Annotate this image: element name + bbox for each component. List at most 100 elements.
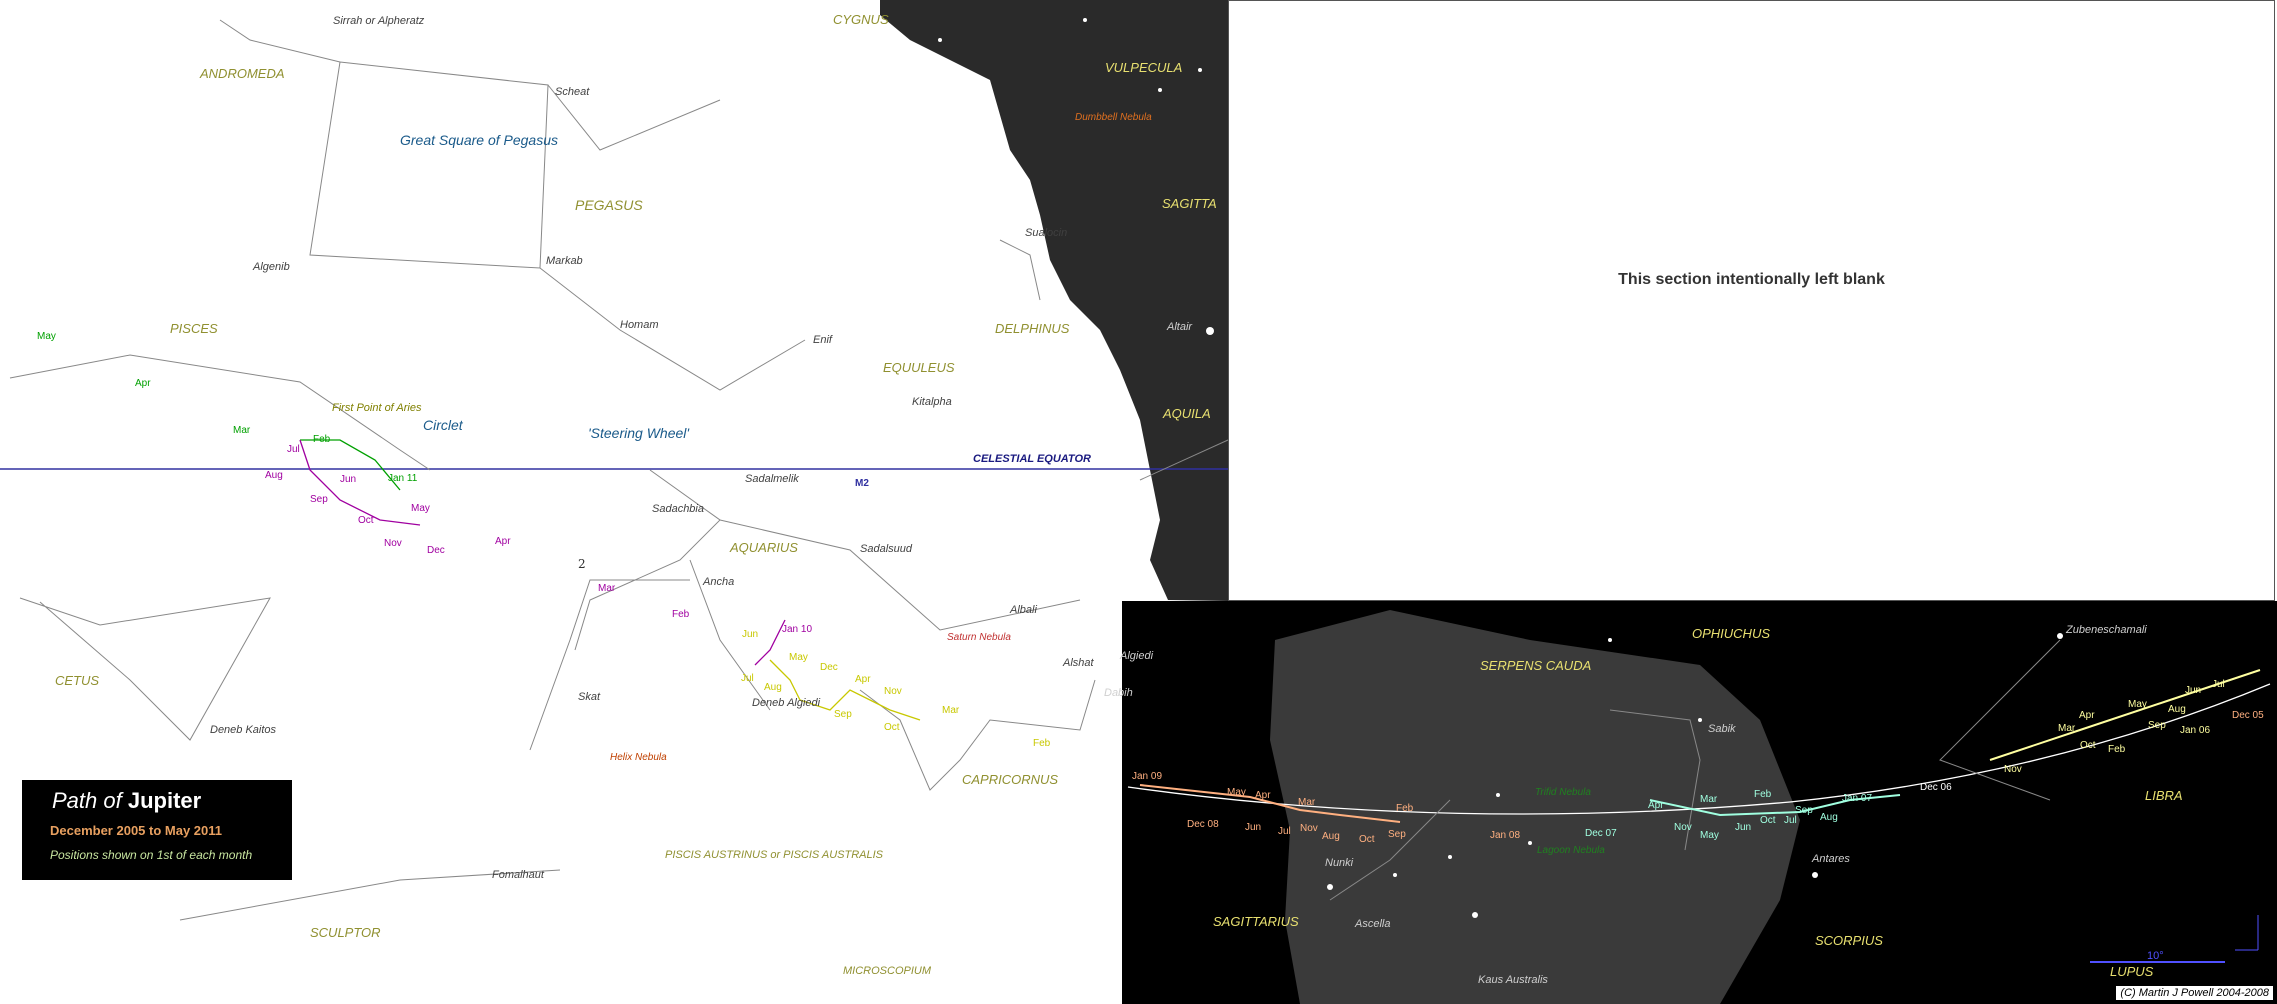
path-label: Nov [1674,822,1692,833]
milky-way-bottom [1270,610,1800,1004]
path-label: Dec 06 [1920,782,1952,793]
path-label: Jun [2185,685,2201,696]
star-algiedi: Algiedi [1119,650,1154,662]
star-kaus-australis: Kaus Australis [1478,974,1548,986]
path-label: Aug [764,682,782,693]
star-ascella: Ascella [1354,918,1390,930]
star-scheat: Scheat [555,86,590,98]
title-box: Path of Jupiter December 2005 to May 201… [22,780,292,880]
asterism-steering-wheel: 'Steering Wheel' [588,425,690,441]
star-enif: Enif [813,334,833,346]
dso-helix: Helix Nebula [610,752,667,763]
star-markab: Markab [546,255,583,267]
asterism-circlet: Circlet [423,417,464,433]
path-label: Oct [884,722,900,733]
path-label: Apr [2079,710,2095,721]
const-sagittarius: SAGITTARIUS [1213,914,1299,929]
const-aquarius: AQUARIUS [729,540,798,555]
path-label: Jan 11 [388,473,418,484]
jupiter-path-upper [299,439,921,721]
title-prefix: Path of [52,788,122,813]
path-label: Jul [741,673,754,684]
path-label: Jun [340,474,356,485]
path-label: Mar [233,425,251,436]
star-antares: Antares [1811,853,1850,865]
path-label: Feb [1396,803,1414,814]
path-label: Nov [1300,823,1318,834]
path-label: May [1227,787,1246,798]
compass-icon [2235,915,2259,951]
star-sabik: Sabik [1708,723,1736,735]
path-label: May [1700,830,1719,841]
position-note: Positions shown on 1st of each month [50,848,253,862]
dso-saturn: Saturn Nebula [947,632,1011,643]
ecliptic-line [1127,683,2271,815]
const-pisces: PISCES [170,321,218,336]
const-scorpius: SCORPIUS [1815,933,1883,948]
path-label: Feb [313,434,331,445]
path-label: Nov [884,686,902,697]
path-label: Jul [2212,679,2225,690]
path-label: Feb [2108,744,2126,755]
path-labels-upper: May Apr Mar Feb Jan 11 Jul Aug Jun Sep O… [37,331,1051,749]
path-label: Sep [310,494,328,505]
path-label: Dec [427,545,445,556]
path-label: May [37,331,56,342]
star-sadachbia: Sadachbia [652,503,704,515]
copyright: (C) Martin J Powell 2004-2008 [2116,986,2273,1000]
const-cetus: CETUS [55,673,99,688]
path-label: Jan 10 [782,624,812,635]
path-label: Oct [2080,740,2096,751]
path-label: Nov [2004,764,2022,775]
const-lupus: LUPUS [2110,964,2154,979]
path-label: Dec 05 [2232,710,2264,721]
chart-title: Path of Jupiter [52,788,201,814]
path-label: Aug [2168,704,2186,715]
path-label: Jul [1784,815,1797,826]
star-dabih: Dabih [1104,687,1133,699]
path-labels-lower: Jan 09 May Apr Mar Dec 08 Jun Jul Nov Au… [1132,679,2264,845]
path-label: Jul [287,444,300,455]
path-label: Jan 08 [1490,830,1520,841]
path-label: Mar [942,705,960,716]
const-serpens-cauda: SERPENS CAUDA [1480,658,1591,673]
asterism-great-square: Great Square of Pegasus [400,132,558,148]
star-altair: Altair [1166,321,1193,333]
path-label: Sep [1795,805,1813,816]
path-label: Sep [2148,720,2166,731]
path-label: Apr [1255,790,1271,801]
const-equuleus: EQUULEUS [883,360,955,375]
star-homam: Homam [620,319,659,331]
path-label: Feb [672,609,690,620]
const-microscopium: MICROSCOPIUM [843,965,932,977]
scale-label: 10° [2147,950,2164,962]
path-label: Feb [1033,738,1051,749]
const-pegasus: PEGASUS [575,197,643,213]
dso-m2: M2 [855,478,869,489]
title-planet: Jupiter [127,788,202,813]
path-label: Dec [820,662,838,673]
const-ophiuchus: OPHIUCHUS [1692,626,1770,641]
path-label: Jun [1735,822,1751,833]
path-label: Jun [742,629,758,640]
date-range: December 2005 to May 2011 [50,823,222,838]
star-fomalhaut: Fomalhaut [492,869,545,881]
path-label: Apr [135,378,151,389]
const-sagitta: SAGITTA [1162,196,1217,211]
path-label: Mar [1298,797,1316,808]
path-label: Jun [1245,822,1261,833]
path-label: May [2128,699,2147,710]
const-vulpecula: VULPECULA [1105,60,1182,75]
path-label: Mar [598,583,616,594]
marker-2: 2 [578,557,586,571]
celestial-equator-label: CELESTIAL EQUATOR [973,453,1091,465]
star-deneb-kaitos: Deneb Kaitos [210,724,277,736]
path-label: Jan 09 [1132,771,1162,782]
night-region-top [880,0,1228,601]
star-albali: Albali [1009,604,1037,616]
dso-dumbbell: Dumbbell Nebula [1075,112,1152,123]
star-sadalsuud: Sadalsuud [860,543,913,555]
jupiter-path-lower [1139,669,2261,823]
star-alshat: Alshat [1062,657,1095,669]
